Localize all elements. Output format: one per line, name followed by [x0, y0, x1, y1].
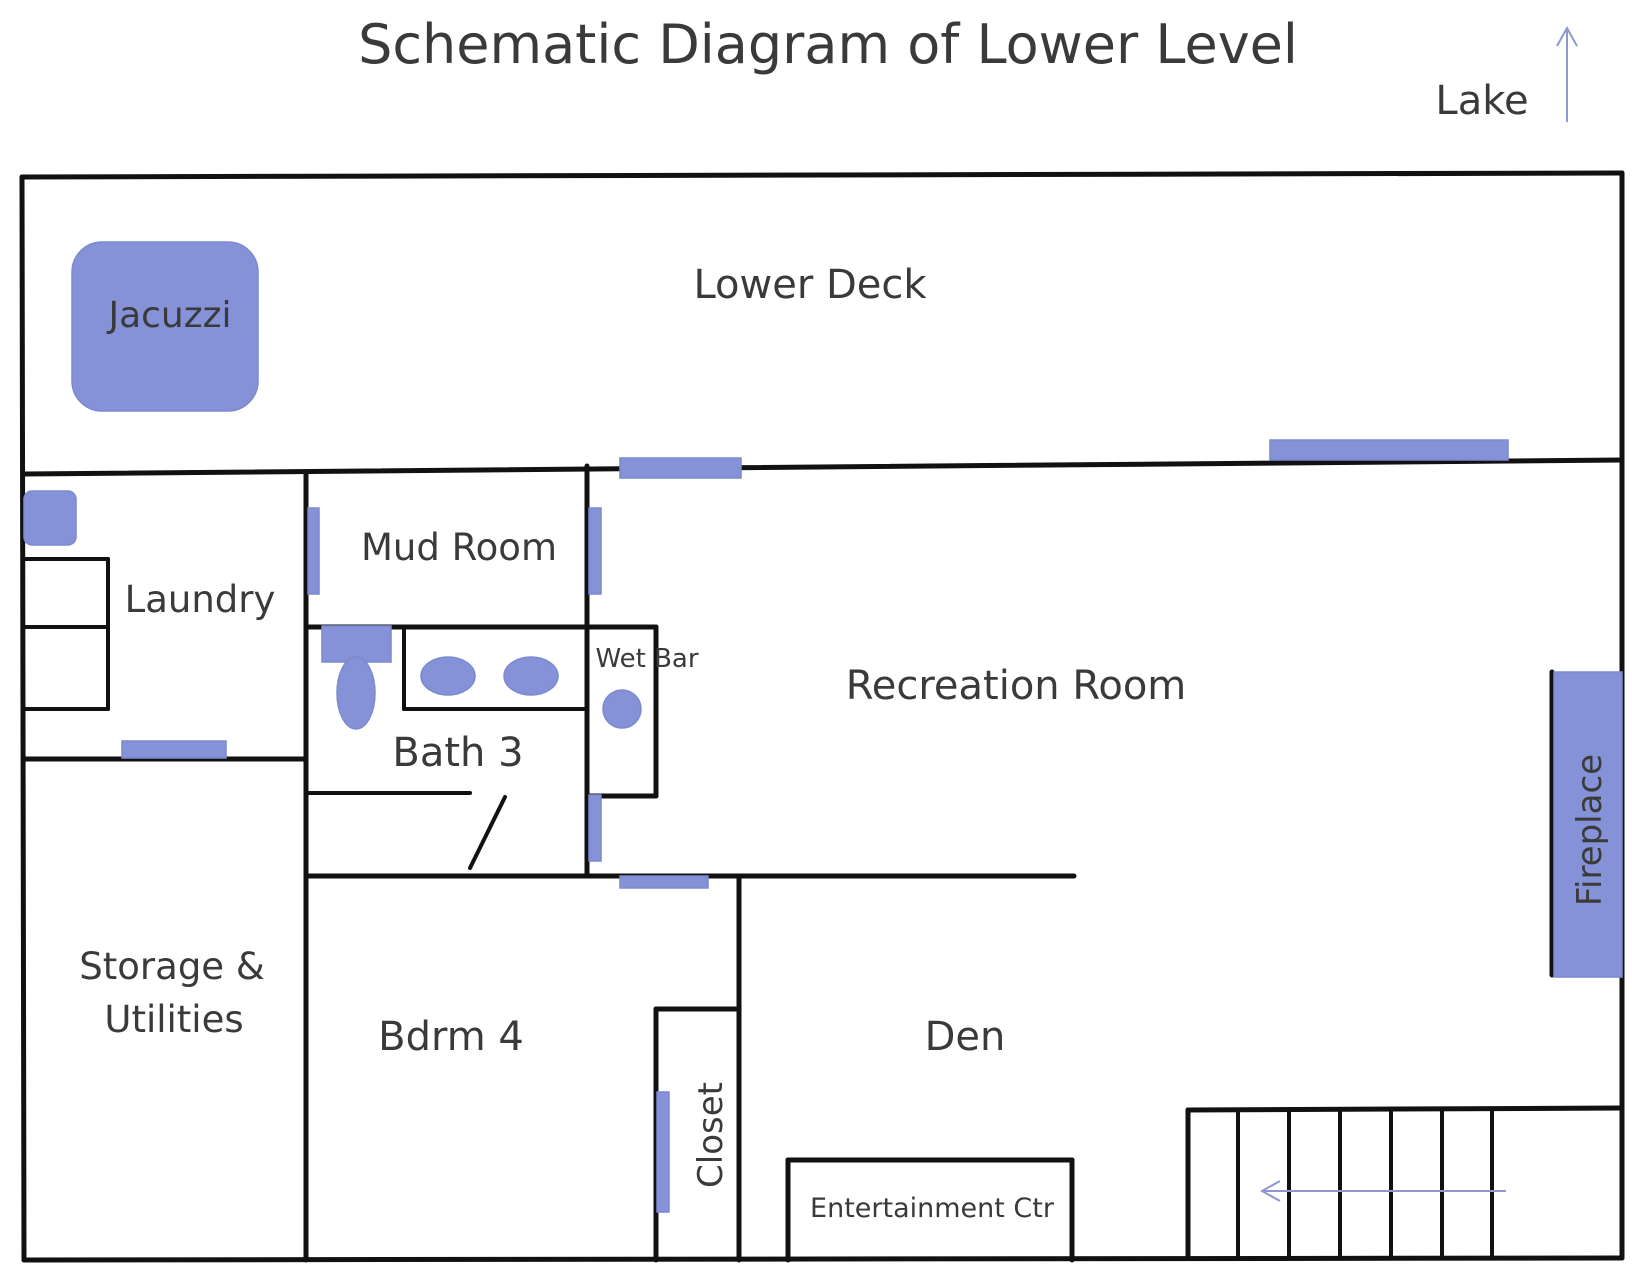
label-bath: Bath 3: [392, 730, 523, 776]
window: [1269, 439, 1509, 461]
sink-bath: [503, 656, 559, 696]
label-fireplace: Fireplace: [1570, 754, 1610, 906]
toilet-bowl: [336, 656, 376, 730]
fixtures: [23, 241, 1623, 1213]
door-laundry: [121, 740, 227, 759]
deck-wall: [21, 457, 1625, 477]
label-mud-room: Mud Room: [361, 526, 557, 569]
sink-bath: [420, 656, 476, 696]
door-closet: [656, 1091, 670, 1213]
door-mudroom: [307, 507, 320, 595]
label-lower-deck: Lower Deck: [693, 262, 927, 308]
sink-wetbar: [602, 689, 642, 729]
label-entertainment-ctr: Entertainment Ctr: [810, 1193, 1055, 1224]
toilet-tank: [321, 625, 392, 663]
label-bedroom: Bdrm 4: [378, 1014, 524, 1060]
staircase: [1185, 1105, 1625, 1261]
window: [619, 457, 742, 479]
label-storage: Storage &: [79, 945, 264, 988]
compass-label: Lake: [1435, 78, 1528, 124]
label-closet: Closet: [691, 1082, 731, 1188]
door-bedroom: [619, 875, 709, 889]
room-labels: Lower Deck Jacuzzi Laundry Mud Room Wet …: [79, 262, 1610, 1224]
label-laundry: Laundry: [125, 578, 276, 621]
jacuzzi-tub: [71, 241, 259, 412]
label-jacuzzi: Jacuzzi: [106, 295, 231, 336]
label-utilities: Utilities: [104, 998, 243, 1041]
label-den: Den: [925, 1014, 1006, 1060]
label-recreation-room: Recreation Room: [846, 663, 1187, 709]
arrow-left-icon: [1259, 1180, 1506, 1202]
arrow-up-icon: [1556, 25, 1578, 122]
outer-walls: [19, 170, 1625, 1263]
label-wet-bar: Wet Bar: [595, 644, 698, 674]
fireplace-hearth: [1553, 671, 1623, 978]
door-rec: [588, 794, 602, 862]
page-title: Schematic Diagram of Lower Level: [358, 13, 1298, 76]
door-wetbar: [588, 507, 602, 595]
sink-laundry: [23, 490, 77, 546]
